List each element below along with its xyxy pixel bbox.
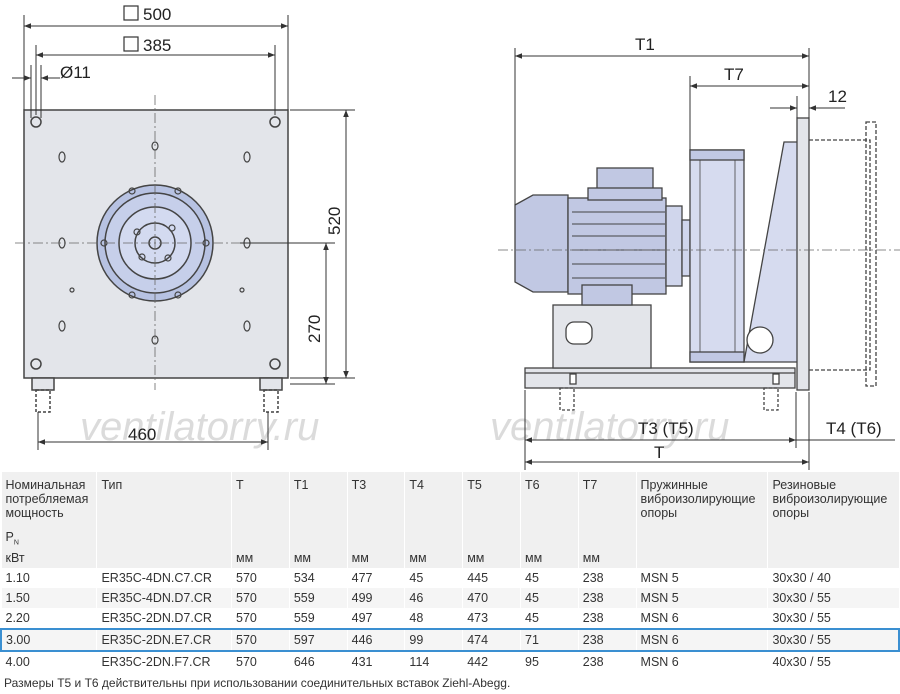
- table-cell: 646: [288, 651, 348, 672]
- table-cell: ER35C-4DN.C7.CR: [96, 568, 232, 588]
- side-dimensions: [514, 48, 895, 470]
- table-cell: 570: [231, 608, 290, 629]
- table-cell: 46: [404, 588, 463, 608]
- table-cell: MSN 5: [635, 568, 768, 588]
- table-cell: MSN 6: [635, 628, 768, 652]
- table-cell: 45: [520, 608, 579, 629]
- dim-385: 385: [143, 36, 171, 55]
- technical-drawing: ventilatorry.ru ventilatorry.ru: [12, 5, 900, 470]
- dim-460: 460: [128, 425, 156, 444]
- table-cell: 45: [520, 568, 579, 588]
- table-cell: 3.00: [0, 628, 97, 652]
- header-power-unit: кВт: [5, 551, 25, 565]
- table-cell: 45: [520, 588, 579, 608]
- table-cell: 570: [231, 651, 290, 672]
- dim-t: T: [654, 443, 664, 462]
- table-cell: 30x30 / 55: [767, 588, 899, 608]
- table-cell: 474: [462, 628, 521, 652]
- dim-12: 12: [828, 87, 847, 106]
- table-cell: 497: [346, 608, 405, 629]
- table-cell: 470: [462, 588, 521, 608]
- table-cell: 534: [288, 568, 348, 588]
- header-spring-mounts: Пружинные виброизолирующие опоры: [635, 472, 768, 568]
- specs-table: Номинальная потребляемая мощность PN кВт…: [0, 472, 900, 672]
- table-cell: 238: [577, 568, 637, 588]
- table-cell: ER35C-2DN.E7.CR: [96, 628, 232, 652]
- dim-520: 520: [325, 207, 344, 235]
- table-cell: 95: [520, 651, 579, 672]
- header-pn: PN: [5, 529, 19, 547]
- table-cell: 570: [231, 628, 290, 652]
- table-cell: 446: [346, 628, 405, 652]
- dim-t4-t6: T4 (T6): [826, 419, 882, 438]
- table-cell: 499: [346, 588, 405, 608]
- table-cell: 2.20: [0, 608, 97, 629]
- front-view: [23, 109, 289, 413]
- table-cell: 597: [288, 628, 348, 652]
- table-cell: ER35C-2DN.D7.CR: [96, 608, 232, 629]
- table-cell: 40x30 / 55: [767, 651, 899, 672]
- table-cell: 48: [404, 608, 463, 629]
- table-cell: 30x30 / 55: [767, 608, 899, 629]
- table-cell: 238: [577, 628, 637, 652]
- table-cell: 473: [462, 608, 521, 629]
- table-cell: 559: [288, 608, 348, 629]
- table-cell: 431: [346, 651, 405, 672]
- table-cell: 30x30 / 55: [767, 628, 900, 652]
- table-cell: 99: [404, 628, 463, 652]
- table-cell: 114: [404, 651, 463, 672]
- table-cell: 30x30 / 40: [767, 568, 899, 588]
- table-cell: 238: [577, 608, 637, 629]
- table-cell: ER35C-2DN.F7.CR: [96, 651, 232, 672]
- table-cell: ER35C-4DN.D7.CR: [96, 588, 232, 608]
- table-cell: 71: [520, 628, 579, 652]
- header-type: Тип: [96, 472, 232, 568]
- footnote: Размеры T5 и T6 действительны при исполь…: [4, 676, 511, 690]
- table-cell: 4.00: [0, 651, 97, 672]
- table-cell: MSN 6: [635, 608, 768, 629]
- header-power: Номинальная потребляемая мощность PN кВт: [0, 472, 97, 568]
- table-cell: 570: [231, 568, 290, 588]
- table-cell: 570: [231, 588, 290, 608]
- table-cell: 45: [404, 568, 463, 588]
- table-cell: MSN 5: [635, 588, 768, 608]
- dim-t1: T1: [635, 35, 655, 54]
- table-cell: 1.50: [0, 588, 97, 608]
- dim-500: 500: [143, 5, 171, 24]
- table-cell: MSN 6: [635, 651, 768, 672]
- table-cell: 238: [577, 651, 637, 672]
- table-cell: 1.10: [0, 568, 97, 588]
- table-cell: 445: [462, 568, 521, 588]
- dim-t7: T7: [724, 65, 744, 84]
- dim-270: 270: [305, 315, 324, 343]
- table-cell: 238: [577, 588, 637, 608]
- square-symbol-icon: [123, 36, 139, 52]
- front-dimensions: [12, 15, 355, 450]
- side-view: [514, 117, 877, 411]
- table-cell: 442: [462, 651, 521, 672]
- table-cell: 477: [346, 568, 405, 588]
- square-symbol-icon: [123, 5, 139, 21]
- header-rubber-mounts: Резиновые виброизолирующие опоры: [767, 472, 899, 568]
- table-cell: 559: [288, 588, 348, 608]
- dim-t3-t5: T3 (T5): [638, 419, 694, 438]
- dim-diameter-11: Ø11: [60, 63, 91, 82]
- table-header: Номинальная потребляемая мощность PN кВт…: [0, 472, 899, 568]
